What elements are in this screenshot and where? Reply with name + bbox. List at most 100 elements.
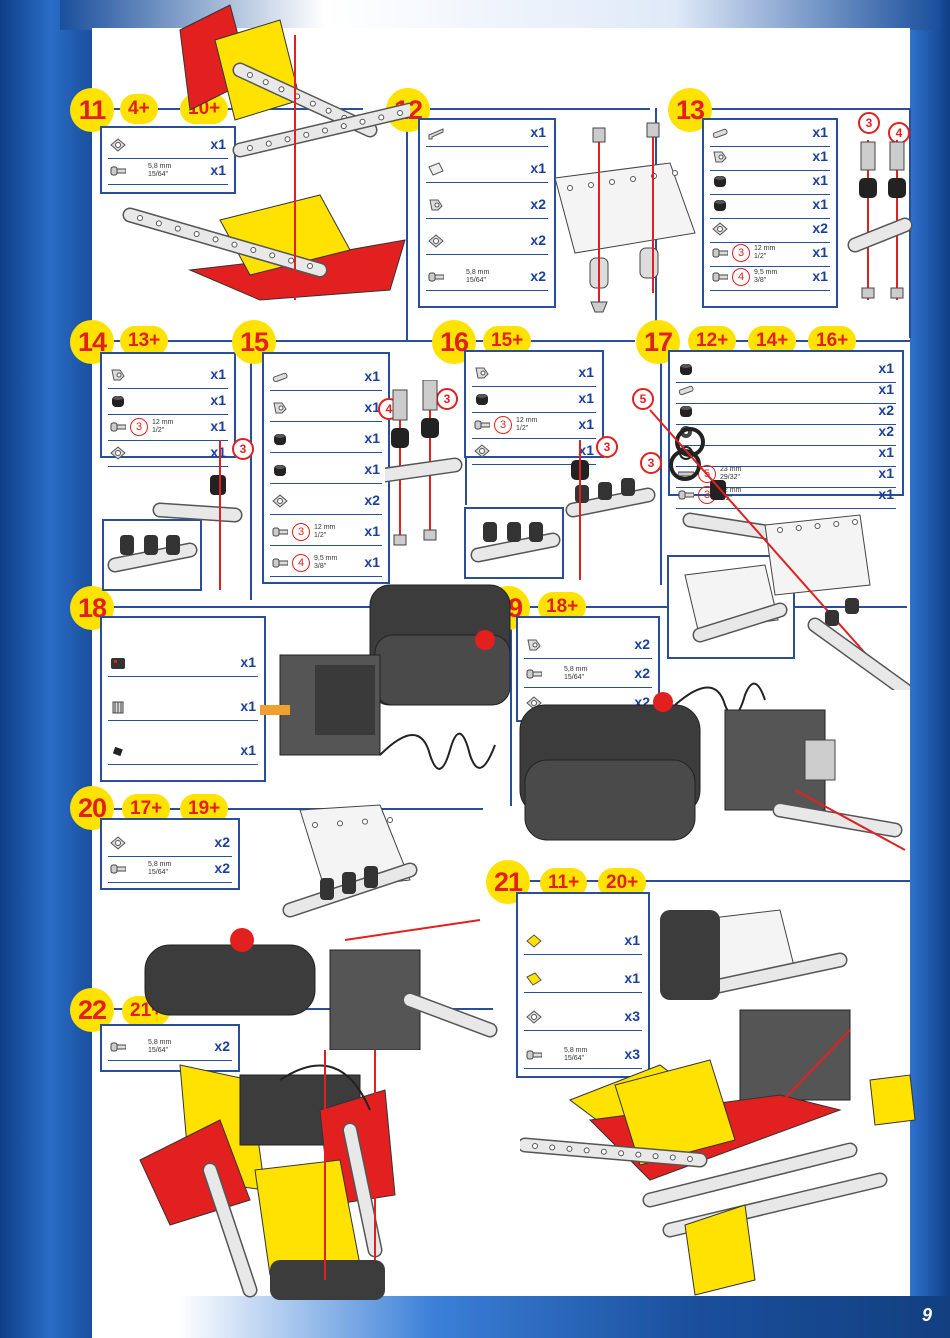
part-quantity: x2 <box>214 1038 230 1054</box>
screw-icon <box>678 488 695 502</box>
callout-circle: 3 <box>858 112 880 134</box>
prerequisite-badge: 4+ <box>120 94 158 124</box>
part-quantity: x2 <box>364 492 380 508</box>
part-quantity: x1 <box>878 360 894 376</box>
part-quantity: x1 <box>530 160 546 176</box>
square-plate-icon <box>526 934 542 948</box>
guide-line <box>490 880 910 882</box>
part-quantity: x2 <box>634 665 650 681</box>
part-quantity: x1 <box>878 444 894 460</box>
part-quantity: x1 <box>364 399 380 415</box>
part-quantity: x1 <box>364 461 380 477</box>
part-quantity: x3 <box>624 1008 640 1024</box>
pinion-icon <box>110 700 126 714</box>
part-quantity: x2 <box>878 402 894 418</box>
bracket-icon <box>712 150 728 164</box>
callout-circle: 3 <box>596 436 618 458</box>
bracket-icon <box>526 638 542 652</box>
part-quantity: x2 <box>634 636 650 652</box>
nut-icon <box>110 446 126 460</box>
spacer-icon <box>712 174 728 188</box>
guide-line <box>93 808 483 810</box>
parts-row: x1 <box>710 148 830 171</box>
strip-icon <box>678 383 694 397</box>
part-quantity: x2 <box>878 423 894 439</box>
parts-row: x1 <box>108 444 228 467</box>
parts-row: x1 <box>270 399 382 422</box>
strip-icon <box>272 370 288 384</box>
screw-icon <box>712 246 729 260</box>
parts-row: x3 <box>524 1008 642 1031</box>
parts-row: x1 <box>472 442 596 465</box>
guide-line <box>275 340 445 342</box>
nut-icon <box>110 138 126 152</box>
step-20-assembly <box>110 800 500 1051</box>
callout-circle: 3 <box>640 452 662 474</box>
screw-icon <box>712 270 729 284</box>
spacer-icon <box>272 432 288 446</box>
size-callout: 3 <box>732 244 750 262</box>
size-callout: 4 <box>732 268 750 286</box>
step-16-assembly <box>463 440 663 590</box>
size-callout: 3 <box>130 418 148 436</box>
step-19-assembly <box>515 660 915 860</box>
parts-row: x1 <box>710 172 830 195</box>
left-border <box>0 0 92 1338</box>
parts-row: x1 <box>472 364 596 387</box>
part-quantity: x1 <box>812 268 828 284</box>
spacer-icon <box>110 394 126 408</box>
guide-line <box>430 108 650 110</box>
parts-row: x1 <box>676 360 896 383</box>
part-quantity: x1 <box>364 430 380 446</box>
part-quantity: x1 <box>210 136 226 152</box>
parts-row: x2 <box>426 232 548 255</box>
step-14-assembly <box>100 440 260 600</box>
strip-icon <box>712 126 728 140</box>
screw-icon <box>526 667 543 681</box>
part-quantity: x1 <box>624 970 640 986</box>
part-quantity: x1 <box>364 523 380 539</box>
parts-row: x2 <box>710 220 830 243</box>
guide-line <box>93 606 493 608</box>
parts-row: x2 <box>524 636 652 659</box>
step-13-assembly <box>845 130 915 310</box>
right-border <box>910 0 950 1338</box>
step-15-assembly <box>377 379 465 550</box>
part-quantity: x1 <box>878 465 894 481</box>
parts-row: x1 <box>710 196 830 219</box>
part-quantity: x1 <box>812 124 828 140</box>
motor-icon <box>110 656 126 670</box>
part-quantity: x1 <box>210 418 226 434</box>
part-quantity: x1 <box>812 196 828 212</box>
spacer-icon <box>712 198 728 212</box>
prerequisite-badge: 13+ <box>120 326 169 356</box>
parts-row: x1 <box>426 124 548 147</box>
part-quantity: x1 <box>578 364 594 380</box>
parts-row: x1 <box>426 160 548 183</box>
parts-row: x1 <box>524 932 642 955</box>
part-quantity: x1 <box>240 698 256 714</box>
spacer-icon <box>474 392 490 406</box>
parts-row: x1 <box>524 970 642 993</box>
screw-icon <box>272 556 289 570</box>
part-quantity: x1 <box>878 486 894 502</box>
guide-line <box>690 340 910 342</box>
guide-line <box>406 108 408 340</box>
parts-row: x1 <box>108 698 258 721</box>
step-11-assembly <box>120 0 418 310</box>
part-quantity: x1 <box>878 381 894 397</box>
